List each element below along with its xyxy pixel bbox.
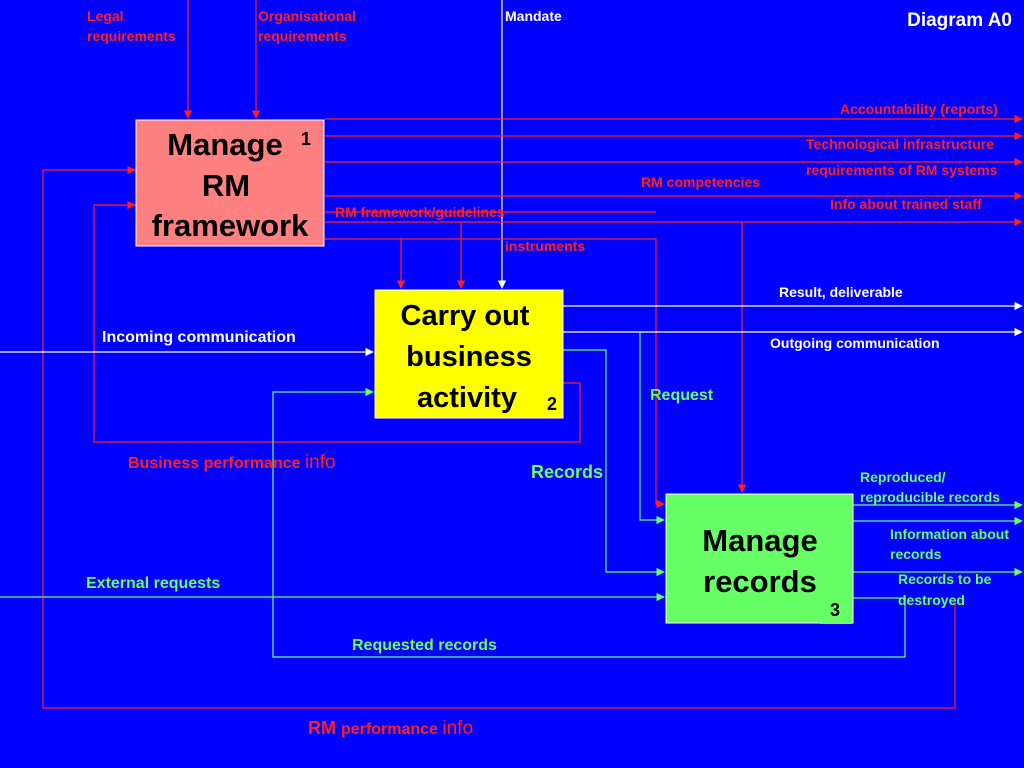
box3-line2: records — [703, 564, 817, 599]
box2-line1: Carry out — [401, 300, 530, 332]
tech-infra-label-1: Technological infrastructure — [806, 136, 994, 152]
rm-performance-label-a: RM — [308, 718, 341, 738]
rm-performance-feedback-arrow — [42, 165, 956, 709]
business-performance-feedback-arrow — [93, 200, 581, 443]
tech-infra-label-2: requirements of RM systems — [806, 162, 998, 178]
business-performance-label-b: info — [305, 452, 336, 473]
external-requests-label: External requests — [86, 575, 220, 592]
reproduced-records-label-1: Reproduced/ — [860, 469, 946, 485]
trained-staff-label: Info about trained staff — [830, 196, 982, 212]
box1-number: 1 — [301, 129, 311, 149]
box-manage-rm-framework[interactable]: Manage RM framework 1 — [135, 119, 325, 247]
legal-requirements-label-1: Legal — [87, 8, 124, 24]
box2-line3: activity — [417, 382, 517, 414]
requested-records-label: Requested records — [352, 637, 497, 654]
box-manage-records[interactable]: Manage records 3 — [665, 493, 854, 624]
records-to-destroy-label-1: Records to be — [898, 571, 992, 587]
requested-records-arrow — [272, 387, 906, 658]
request-label: Request — [650, 387, 714, 404]
reproduced-records-label-2: reproducible records — [860, 489, 1000, 505]
legal-requirements-label-2: requirements — [87, 28, 176, 44]
request-arrow — [639, 332, 665, 525]
diagram-title: Diagram A0 — [907, 10, 1012, 31]
instruments-arrow — [325, 238, 665, 509]
incoming-communication-label: Incoming communication — [102, 329, 296, 346]
box1-line1: Manage — [167, 127, 282, 162]
result-deliverable-label: Result, deliverable — [779, 284, 903, 300]
box1-line3: framework — [152, 208, 310, 243]
box-carry-out-business-activity[interactable]: Carry out business activity 2 — [374, 289, 564, 419]
accountability-label: Accountability (reports) — [840, 101, 998, 117]
records-label: Records — [531, 462, 603, 482]
box3-number: 3 — [830, 600, 840, 620]
box2-number: 2 — [547, 394, 557, 414]
rm-performance-label: RM performance info — [308, 718, 473, 739]
mandate-label: Mandate — [505, 8, 562, 24]
instruments-label: instruments — [505, 238, 585, 254]
organisational-requirements-label-2: requirements — [258, 28, 347, 44]
box2-line2: business — [406, 341, 532, 373]
records-to-destroy-label-2: destroyed — [898, 592, 965, 608]
rm-framework-guidelines-label: RM framework/guidelines — [335, 204, 505, 220]
info-about-records-label-2: records — [890, 546, 942, 562]
rm-competencies-label: RM competencies — [641, 174, 760, 190]
business-performance-label: Business performance info — [128, 452, 336, 473]
organisational-requirements-label-1: Organisational — [258, 8, 356, 24]
box1-line2: RM — [202, 168, 250, 203]
box3-line1: Manage — [702, 523, 817, 558]
records-arrow — [563, 349, 665, 577]
business-performance-label-a: Business performance — [128, 455, 305, 472]
rm-performance-label-b: performance — [341, 721, 442, 738]
rm-performance-label-c: info — [442, 718, 473, 739]
info-about-records-label-1: Information about — [890, 526, 1009, 542]
outgoing-communication-label: Outgoing communication — [770, 335, 940, 351]
